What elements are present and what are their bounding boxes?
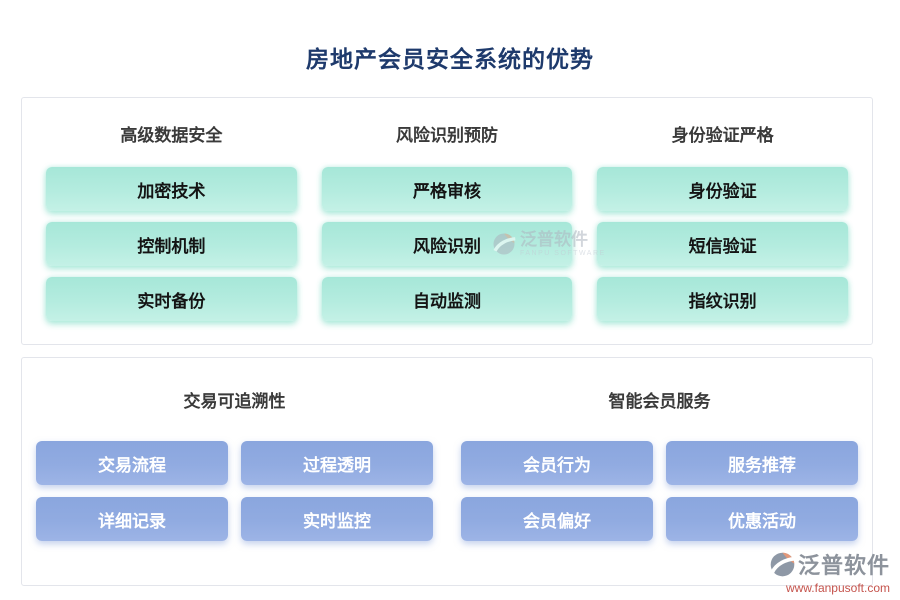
security-features-panel: 高级数据安全 加密技术 控制机制 实时备份 风险识别预防 严格审核 风险识别 自… (21, 97, 873, 345)
corner-watermark: 泛普软件 www.fanpusoft.com (756, 548, 890, 595)
feature-item: 控制机制 (46, 222, 297, 266)
feature-item: 详细记录 (36, 497, 228, 541)
watermark-brand-text: 泛普软件 (797, 553, 890, 578)
group-identity-verification: 身份验证严格 身份验证 短信验证 指纹识别 (597, 98, 848, 344)
group-smart-member-services: 智能会员服务 会员行为 服务推荐 会员偏好 优惠活动 (447, 358, 872, 585)
feature-item: 会员行为 (461, 441, 653, 485)
feature-item: 严格审核 (321, 167, 573, 211)
group-transaction-traceability: 交易可追溯性 交易流程 过程透明 详细记录 实时监控 (22, 358, 447, 585)
services-panel: 交易可追溯性 交易流程 过程透明 详细记录 实时监控 智能会员服务 会员行为 服… (21, 357, 873, 586)
group-header: 交易可追溯性 (183, 392, 286, 411)
feature-item: 优惠活动 (666, 497, 858, 541)
feature-item: 身份验证 (597, 167, 848, 211)
feature-item: 过程透明 (241, 441, 433, 485)
group-header: 身份验证严格 (671, 126, 774, 145)
group-header: 智能会员服务 (608, 392, 711, 411)
feature-item: 交易流程 (36, 441, 228, 485)
feature-item: 自动监测 (321, 277, 573, 321)
feature-item: 加密技术 (46, 167, 297, 211)
group-data-security: 高级数据安全 加密技术 控制机制 实时备份 (46, 98, 297, 344)
feature-item: 会员偏好 (461, 497, 653, 541)
feature-item: 实时监控 (241, 497, 433, 541)
feature-item: 指纹识别 (597, 277, 848, 321)
group-header: 高级数据安全 (120, 126, 223, 145)
group-header: 风险识别预防 (395, 126, 498, 145)
watermark-url-link[interactable]: www.fanpusoft.com (785, 581, 890, 595)
feature-item: 短信验证 (597, 222, 848, 266)
page-title: 房地产会员安全系统的优势 (306, 46, 594, 72)
feature-item: 服务推荐 (666, 441, 858, 485)
group-risk-prevention: 风险识别预防 严格审核 风险识别 自动监测 (321, 98, 573, 344)
feature-item: 风险识别 (321, 222, 573, 266)
feature-item: 实时备份 (46, 277, 297, 321)
fanpu-logo-icon (769, 551, 796, 578)
